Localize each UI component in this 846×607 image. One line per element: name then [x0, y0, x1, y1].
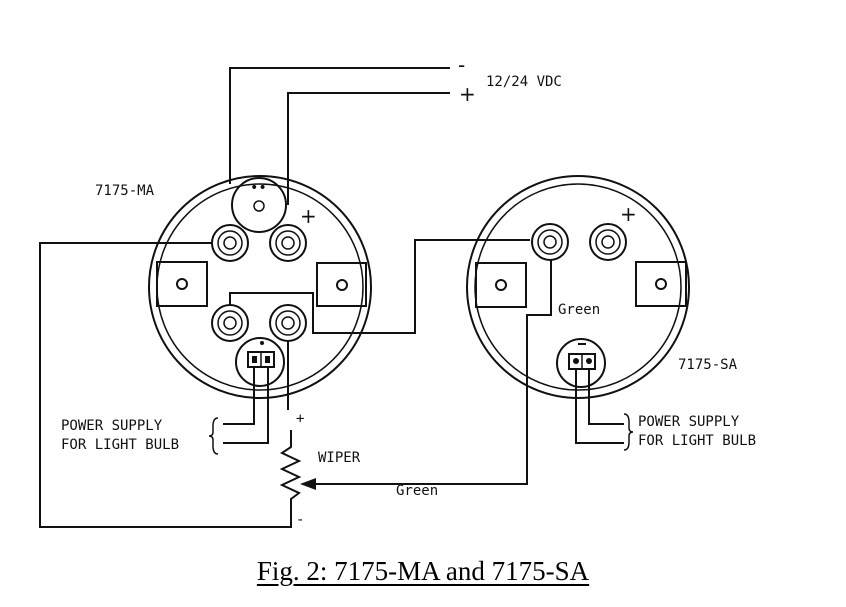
- sensor-plus-label: +: [296, 411, 304, 427]
- gauge-ma-plus-sign: +: [300, 204, 317, 228]
- gauge-7175-sa: [466, 175, 690, 399]
- gauge-sa-mount-left: [475, 262, 527, 308]
- gauge-ma-lamp-socket: [231, 177, 287, 233]
- gauge-ma-inner-ring: [156, 183, 364, 391]
- sa-bulb-brace: [623, 413, 634, 451]
- gauge-sa-terminal-signal: [531, 223, 569, 261]
- negative-supply-wire: [229, 67, 450, 184]
- wiper-green-label: Green: [396, 483, 438, 499]
- sa-bulb-lead-1: [575, 369, 624, 444]
- gauge-sa-bulb-connector: [568, 353, 596, 370]
- ma-light-supply-line-2: FOR LIGHT BULB: [61, 437, 179, 453]
- gauge-sa-label: 7175-SA: [678, 357, 738, 373]
- supply-plus-sign: +: [459, 82, 476, 106]
- sensor-minus-label: -: [296, 512, 304, 528]
- gauge-ma-bulb-connector: [247, 351, 275, 368]
- ma-to-sa-jumper-wire: [229, 239, 530, 334]
- sensor-resistor: [279, 430, 302, 512]
- gauge-ma-label: 7175-MA: [95, 183, 155, 199]
- supply-voltage-label: 12/24 VDC: [486, 74, 562, 90]
- ma-bulb-brace: [208, 417, 219, 455]
- ma-bulb-lead-1: [223, 367, 255, 425]
- gauge-ma-terminal-sender: [211, 304, 249, 342]
- ground-wire: [39, 242, 292, 528]
- wiper-green-wire: [312, 260, 552, 485]
- gauge-sa-mount-right: [635, 261, 687, 307]
- gauge-ma-mount-left: [156, 261, 208, 307]
- figure-caption: Fig. 2: 7175-MA and 7175-SA: [256, 556, 590, 586]
- gauge-ma-lamp-screw: [253, 200, 265, 212]
- gauge-7175-ma: [148, 175, 530, 399]
- ma-bulb-lead-2: [223, 367, 269, 444]
- sa-light-supply-line-2: FOR LIGHT BULB: [638, 433, 756, 449]
- gauge-ma-terminal-ground: [211, 224, 249, 262]
- gauge-sa-bulb-socket: [556, 338, 606, 388]
- gauge-ma-terminal-positive: [269, 224, 307, 262]
- gauge-sa-outer-ring: [466, 175, 690, 399]
- gauge-ma-terminal-output: [269, 304, 307, 342]
- wiper-arrow: [300, 478, 316, 490]
- supply-wires: [229, 67, 450, 205]
- supply-minus-sign: -: [458, 53, 465, 77]
- gauge-ma-bulb-socket: [235, 337, 285, 387]
- gauge-ma-lamp-indicator: ••: [250, 180, 267, 196]
- gauge-sa-green-label: Green: [558, 302, 600, 318]
- gauge-sa-plus-sign: +: [620, 202, 637, 226]
- gauge-ma-mount-right: [316, 262, 367, 307]
- sa-light-supply-line-1: POWER SUPPLY: [638, 414, 740, 430]
- gauge-ma-bulb-dot: [260, 341, 264, 345]
- gauge-ma-outer-ring: [148, 175, 372, 399]
- positive-supply-wire: [287, 92, 450, 205]
- ma-light-supply-line-1: POWER SUPPLY: [61, 418, 163, 434]
- gauge-sa-terminal-positive: [589, 223, 627, 261]
- sa-bulb-lead-2: [588, 369, 624, 425]
- sensor-wiper-label: WIPER: [318, 450, 361, 466]
